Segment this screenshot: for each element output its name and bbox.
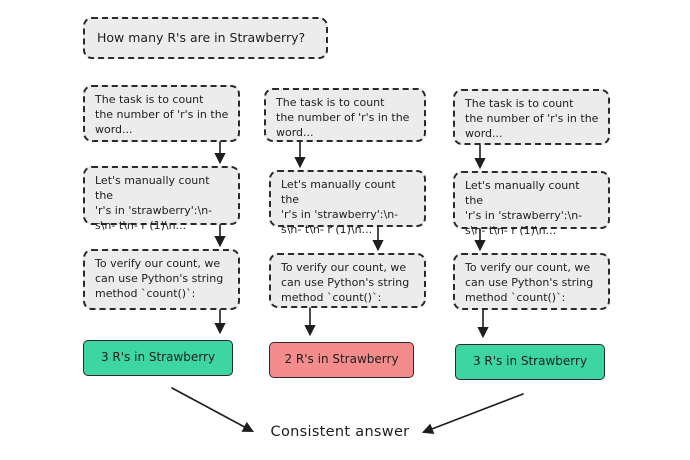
step-box-col3-step1: The task is to count the number of 'r's … xyxy=(453,89,610,145)
step-box-col2-step3: To verify our count, we can use Python's… xyxy=(269,253,426,308)
step-box-col1-step2: Let's manually count the 'r's in 'strawb… xyxy=(83,166,240,232)
step-box-col2-step2: Let's manually count the 'r's in 'strawb… xyxy=(269,170,426,236)
answer-box-col1: 3 R's in Strawberry xyxy=(83,340,233,376)
step-box-col3-step3: To verify our count, we can use Python's… xyxy=(453,253,610,310)
conclusion-label: Consistent answer xyxy=(270,424,410,440)
step-box-col1-step3: To verify our count, we can use Python's… xyxy=(83,249,240,310)
step-box-col3-step2: Let's manually count the 'r's in 'strawb… xyxy=(453,171,610,237)
answer-box-col3: 3 R's in Strawberry xyxy=(455,344,605,380)
arrow-left-to-conclusion xyxy=(171,387,254,433)
arrow-right-to-conclusion xyxy=(421,393,524,435)
question-box: How many R's are in Strawberry? xyxy=(83,17,328,59)
step-box-col1-step1: The task is to count the number of 'r's … xyxy=(83,85,240,142)
step-box-col2-step1: The task is to count the number of 'r's … xyxy=(264,88,426,142)
answer-box-col2: 2 R's in Strawberry xyxy=(269,342,414,378)
